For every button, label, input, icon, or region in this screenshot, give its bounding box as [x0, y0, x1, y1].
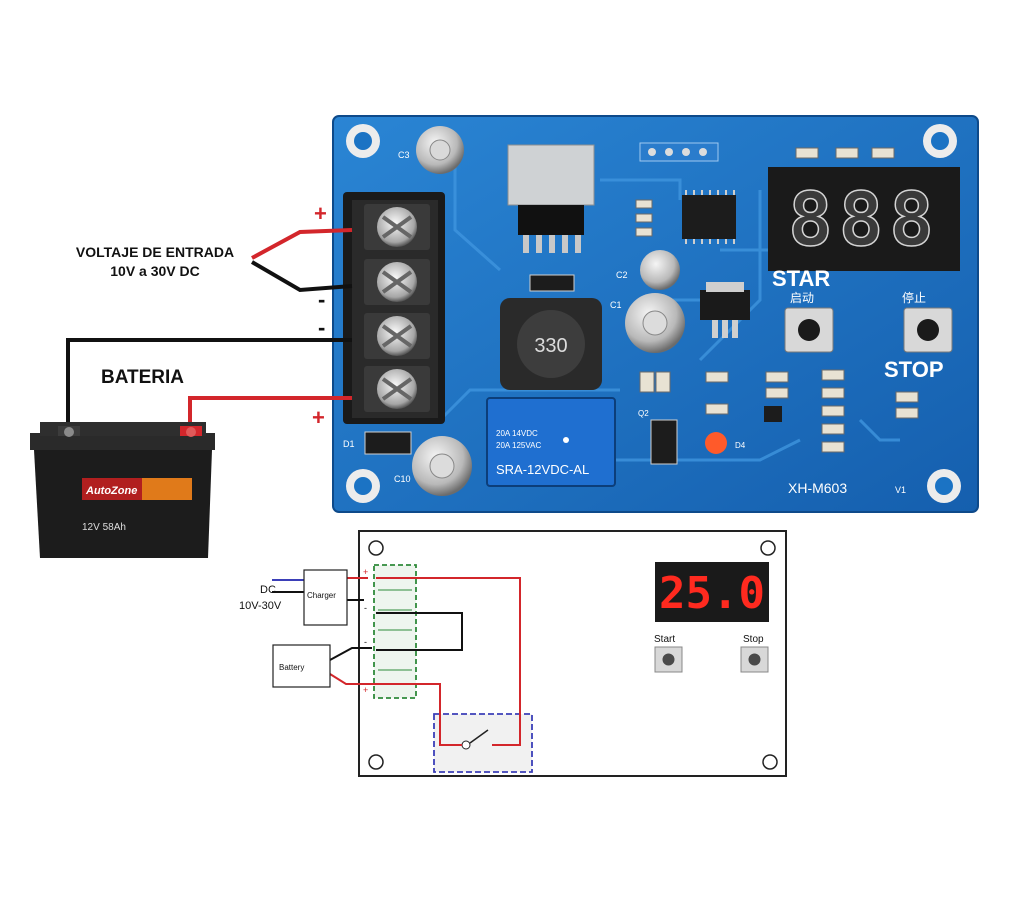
- board-start-button[interactable]: [784, 307, 834, 353]
- screw-terminal-block: [343, 192, 445, 424]
- diode-d2: [529, 274, 575, 292]
- capacitor-c1: C1: [610, 293, 685, 353]
- d1-label: D1: [343, 439, 355, 449]
- battery-label: BATERIA: [101, 367, 185, 388]
- battery-negative-terminal: [58, 426, 80, 437]
- charger-label: Charger: [307, 591, 336, 600]
- smd-components: [635, 147, 919, 453]
- input-voltage-label: VOLTAJE DE ENTRADA 10V a 30V DC: [50, 243, 260, 281]
- stop-label-cn: 停止: [902, 290, 926, 305]
- battery-positive-terminal: [180, 426, 202, 437]
- relay-line1: 20A 14VDC: [496, 429, 538, 438]
- stop-label: STOP: [884, 357, 944, 382]
- version-label: V1: [895, 485, 906, 495]
- led-d4: D4: [705, 432, 746, 454]
- schematic-start-label: Start: [654, 634, 675, 645]
- schematic-display: 25.0: [655, 562, 769, 622]
- input-plus-sign: +: [314, 201, 327, 226]
- start-label: STAR: [772, 266, 830, 291]
- c10-label: C10: [394, 474, 411, 484]
- transistor-q2: Q2: [638, 409, 678, 465]
- input-polarity-marks: + -: [314, 201, 327, 312]
- car-battery: AutoZone 12V 58Ah: [30, 422, 215, 558]
- input-voltage-line1: VOLTAJE DE ENTRADA: [75, 244, 235, 260]
- schematic-stop-label: Stop: [743, 634, 764, 645]
- inductor: 330: [500, 298, 602, 390]
- d4-label: D4: [735, 441, 746, 450]
- inductor-code: 330: [534, 335, 567, 357]
- start-label-cn: 启动: [790, 291, 814, 305]
- relay-model: SRA-12VDC-AL: [496, 462, 589, 477]
- capacitor-c2: C2: [616, 250, 680, 290]
- schematic-start-button[interactable]: [654, 646, 683, 673]
- battery-spec: 12V 58Ah: [82, 522, 126, 533]
- capacitor-c3: C3: [398, 126, 464, 174]
- relay-line2: 20A 125VAC: [496, 441, 541, 450]
- schematic-display-value: 25.0: [659, 568, 765, 619]
- header-pins: [639, 142, 719, 162]
- battery-wires: [66, 338, 352, 430]
- c3-label: C3: [398, 150, 410, 160]
- schematic-plus-bottom: +: [363, 685, 368, 695]
- c1-label: C1: [610, 300, 622, 310]
- regulator-chip: [507, 144, 595, 253]
- dc-label: DC: [260, 584, 276, 596]
- mosfet: [700, 282, 750, 338]
- schematic-minus-2: -: [364, 637, 367, 647]
- schematic-wires: [272, 577, 521, 746]
- board-stop-button[interactable]: [903, 307, 953, 353]
- c2-label: C2: [616, 270, 628, 280]
- terminal-screws: [364, 204, 430, 412]
- control-ic: [682, 190, 736, 244]
- capacitor-c10: C10: [394, 436, 472, 496]
- schematic: + - - + Charger DC 10V-30V Battery 25.0 …: [239, 530, 787, 777]
- schematic-mounting-holes: [368, 540, 778, 770]
- pcb-board: C3 C2 C1 C10: [332, 115, 979, 513]
- model-label: XH-M603: [788, 480, 847, 496]
- input-minus-sign: -: [318, 287, 325, 312]
- battery-box-label: Battery: [279, 663, 304, 672]
- transistor-small: [764, 406, 782, 422]
- schematic-stop-button[interactable]: [740, 646, 769, 673]
- input-voltage-line2: 10V a 30V DC: [110, 263, 200, 279]
- mounting-holes: [346, 124, 961, 503]
- schematic-charger: Charger: [303, 569, 348, 626]
- schematic-battery: Battery: [272, 644, 331, 688]
- battery-minus-sign: -: [318, 315, 325, 340]
- battery-brand: AutoZone: [85, 485, 137, 497]
- schematic-relay: [433, 713, 533, 773]
- board-display-value: 888: [788, 177, 940, 263]
- schematic-polarity: + - - +: [363, 567, 368, 695]
- input-wires: [250, 228, 353, 293]
- schematic-minus-1: -: [364, 603, 367, 613]
- q2-label: Q2: [638, 409, 649, 418]
- battery-plus-sign: +: [312, 405, 325, 430]
- diode-d1: D1: [343, 431, 412, 455]
- schematic-plus-top: +: [363, 567, 368, 577]
- dc-range-label: 10V-30V: [239, 600, 282, 612]
- battery-polarity-marks: - +: [312, 315, 325, 430]
- board-display: 888: [768, 167, 960, 271]
- schematic-terminal-block: [373, 564, 417, 699]
- relay: 20A 14VDC 20A 125VAC SRA-12VDC-AL: [486, 397, 616, 487]
